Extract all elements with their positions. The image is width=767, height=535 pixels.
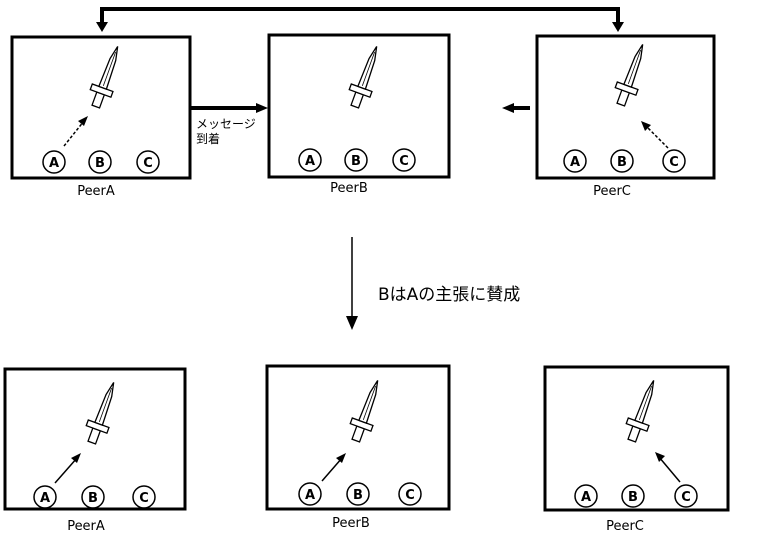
circle-a: A — [299, 483, 321, 505]
circle-a-label: A — [581, 490, 591, 505]
circle-c: C — [137, 151, 159, 173]
message-label-line1: メッセージ — [196, 117, 256, 131]
circle-b: B — [82, 486, 104, 508]
circle-c: C — [393, 149, 415, 171]
circle-a-label: A — [570, 155, 580, 170]
peer-panel-a-bottom: A B C PeerA — [5, 369, 185, 534]
peer-panel-a-top: A B C PeerA — [12, 37, 190, 199]
circle-a-label: A — [40, 491, 50, 506]
circle-b-label: B — [88, 491, 98, 506]
circle-a-label: A — [305, 488, 315, 503]
circle-a: A — [564, 150, 586, 172]
incoming-arrow — [502, 103, 530, 113]
peer-label: PeerB — [330, 181, 368, 196]
peer-panel-c-bottom: A B C PeerC — [545, 367, 728, 534]
circle-a: A — [34, 486, 56, 508]
circle-b-label: B — [628, 490, 638, 505]
circle-b-label: B — [95, 156, 105, 171]
circle-c: C — [675, 485, 697, 507]
transition-caption: BはAの主張に賛成 — [378, 285, 520, 305]
circle-c-label: C — [143, 156, 153, 171]
peer-panel-b-bottom: A B C PeerB — [267, 366, 449, 531]
circle-b-label: B — [617, 155, 627, 170]
circle-b: B — [622, 485, 644, 507]
peer-label: PeerB — [332, 516, 370, 531]
circle-c-label: C — [405, 488, 415, 503]
message-label-line2: 到着 — [196, 131, 220, 146]
circle-b: B — [611, 150, 633, 172]
circle-b-label: B — [351, 154, 361, 169]
message-arrow — [190, 103, 268, 113]
peer-label: PeerA — [77, 184, 115, 199]
circle-a-label: A — [305, 154, 315, 169]
circle-b: B — [345, 149, 367, 171]
circle-b: B — [347, 483, 369, 505]
circle-a: A — [575, 485, 597, 507]
peer-label: PeerA — [67, 519, 105, 534]
circle-c: C — [133, 486, 155, 508]
circle-c: C — [663, 150, 685, 172]
circle-b: B — [89, 151, 111, 173]
circle-a-label: A — [49, 156, 59, 171]
transition-arrow — [346, 237, 358, 330]
circle-a: A — [43, 151, 65, 173]
circle-c-label: C — [399, 154, 409, 169]
circle-b-label: B — [353, 488, 363, 503]
peer-panel-c-top: A B C PeerC — [537, 36, 714, 199]
peer-panel-b-top: A B C PeerB — [269, 35, 449, 196]
circle-c-label: C — [669, 155, 679, 170]
top-bracket-connector — [96, 9, 624, 32]
circle-a: A — [299, 149, 321, 171]
circle-c: C — [399, 483, 421, 505]
peer-label: PeerC — [606, 519, 644, 534]
circle-c-label: C — [681, 490, 691, 505]
peer-label: PeerC — [593, 184, 631, 199]
circle-c-label: C — [139, 491, 149, 506]
